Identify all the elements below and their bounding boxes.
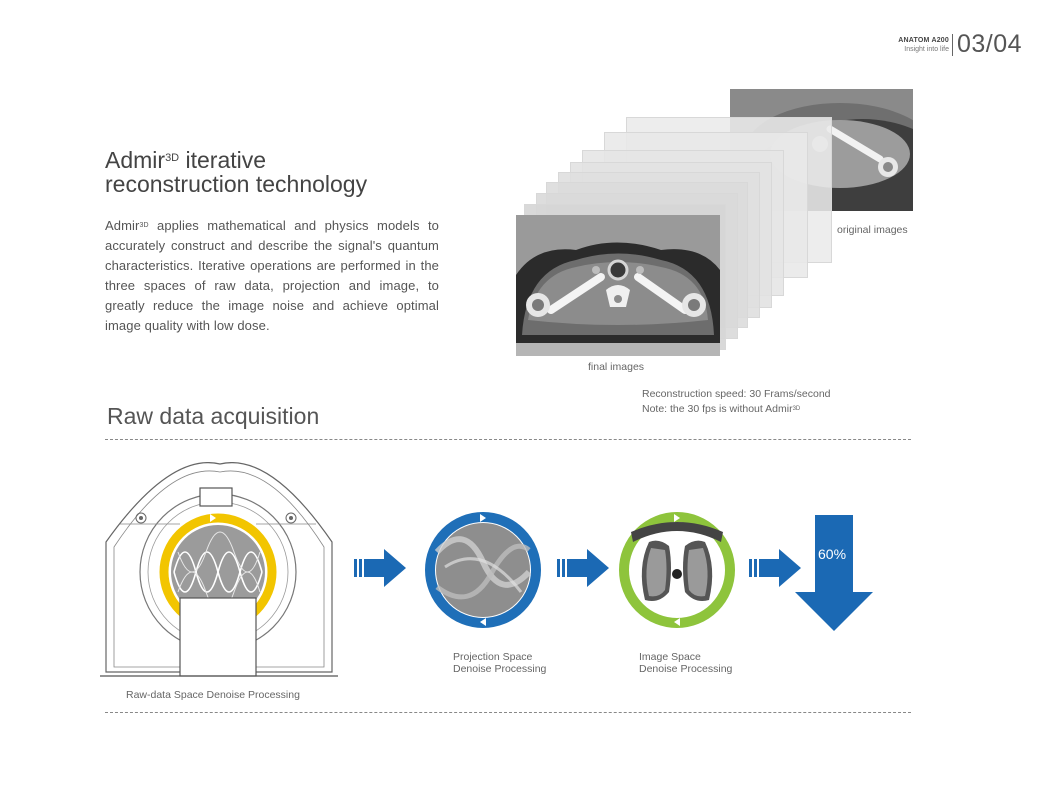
projection-label: Projection Space Denoise Processing xyxy=(453,651,546,675)
brand-name: ANATOM A200 xyxy=(898,37,949,44)
intro-paragraph: Admir3D applies mathematical and physics… xyxy=(105,216,439,336)
note-superscript: 3D xyxy=(792,406,801,412)
projection-label-line2: Denoise Processing xyxy=(453,663,547,675)
section-divider-top xyxy=(105,439,911,440)
section-title: Raw data acquisition xyxy=(107,403,320,429)
image-space-image xyxy=(619,512,735,628)
brand-block: ANATOM A200 Insight into life xyxy=(898,36,949,54)
image-space-label: Image Space Denoise Processing xyxy=(639,651,732,675)
speed-line: Reconstruction speed: 30 Frams/second xyxy=(642,388,831,400)
projection-label-line1: Projection Space xyxy=(453,651,533,663)
title-word: Admir xyxy=(105,147,166,173)
page-number: 03/04 xyxy=(957,30,1023,58)
title-line2: reconstruction technology xyxy=(105,171,368,197)
title-superscript: 3D xyxy=(165,152,180,164)
image-label-line1: Image Space xyxy=(639,651,701,663)
para-word: Admir xyxy=(105,218,140,233)
raw-data-label: Raw-data Space Denoise Processing xyxy=(126,689,300,701)
reconstruction-speed-note: Reconstruction speed: 30 Frams/second No… xyxy=(642,387,831,417)
final-ct-image xyxy=(516,215,720,356)
section-divider-bottom xyxy=(105,712,911,713)
arrow-right-icon xyxy=(354,549,406,587)
arrow-right-icon xyxy=(557,549,609,587)
brand-tagline: Insight into life xyxy=(904,46,949,53)
para-text: applies mathematical and physics models … xyxy=(105,218,439,333)
image-label-line2: Denoise Processing xyxy=(639,663,733,675)
header-divider xyxy=(952,34,953,56)
note-text: Note: the 30 fps is without Admir xyxy=(642,403,793,415)
slice-stack xyxy=(516,89,913,356)
final-images-caption: final images xyxy=(588,361,645,373)
ct-scanner-illustration xyxy=(100,462,338,677)
para-superscript: 3D xyxy=(139,222,149,229)
original-images-caption: original images xyxy=(837,224,908,236)
note-line: Note: the 30 fps is without Admir3D xyxy=(642,402,831,417)
noise-reduction-value: 60% xyxy=(818,546,847,562)
title-line1-rest: iterative xyxy=(179,147,267,173)
arrow-right-icon xyxy=(749,549,801,587)
projection-space-image xyxy=(425,512,541,628)
arrow-down-icon xyxy=(795,515,873,631)
page-title: Admir3D iterative reconstruction technol… xyxy=(105,148,367,196)
